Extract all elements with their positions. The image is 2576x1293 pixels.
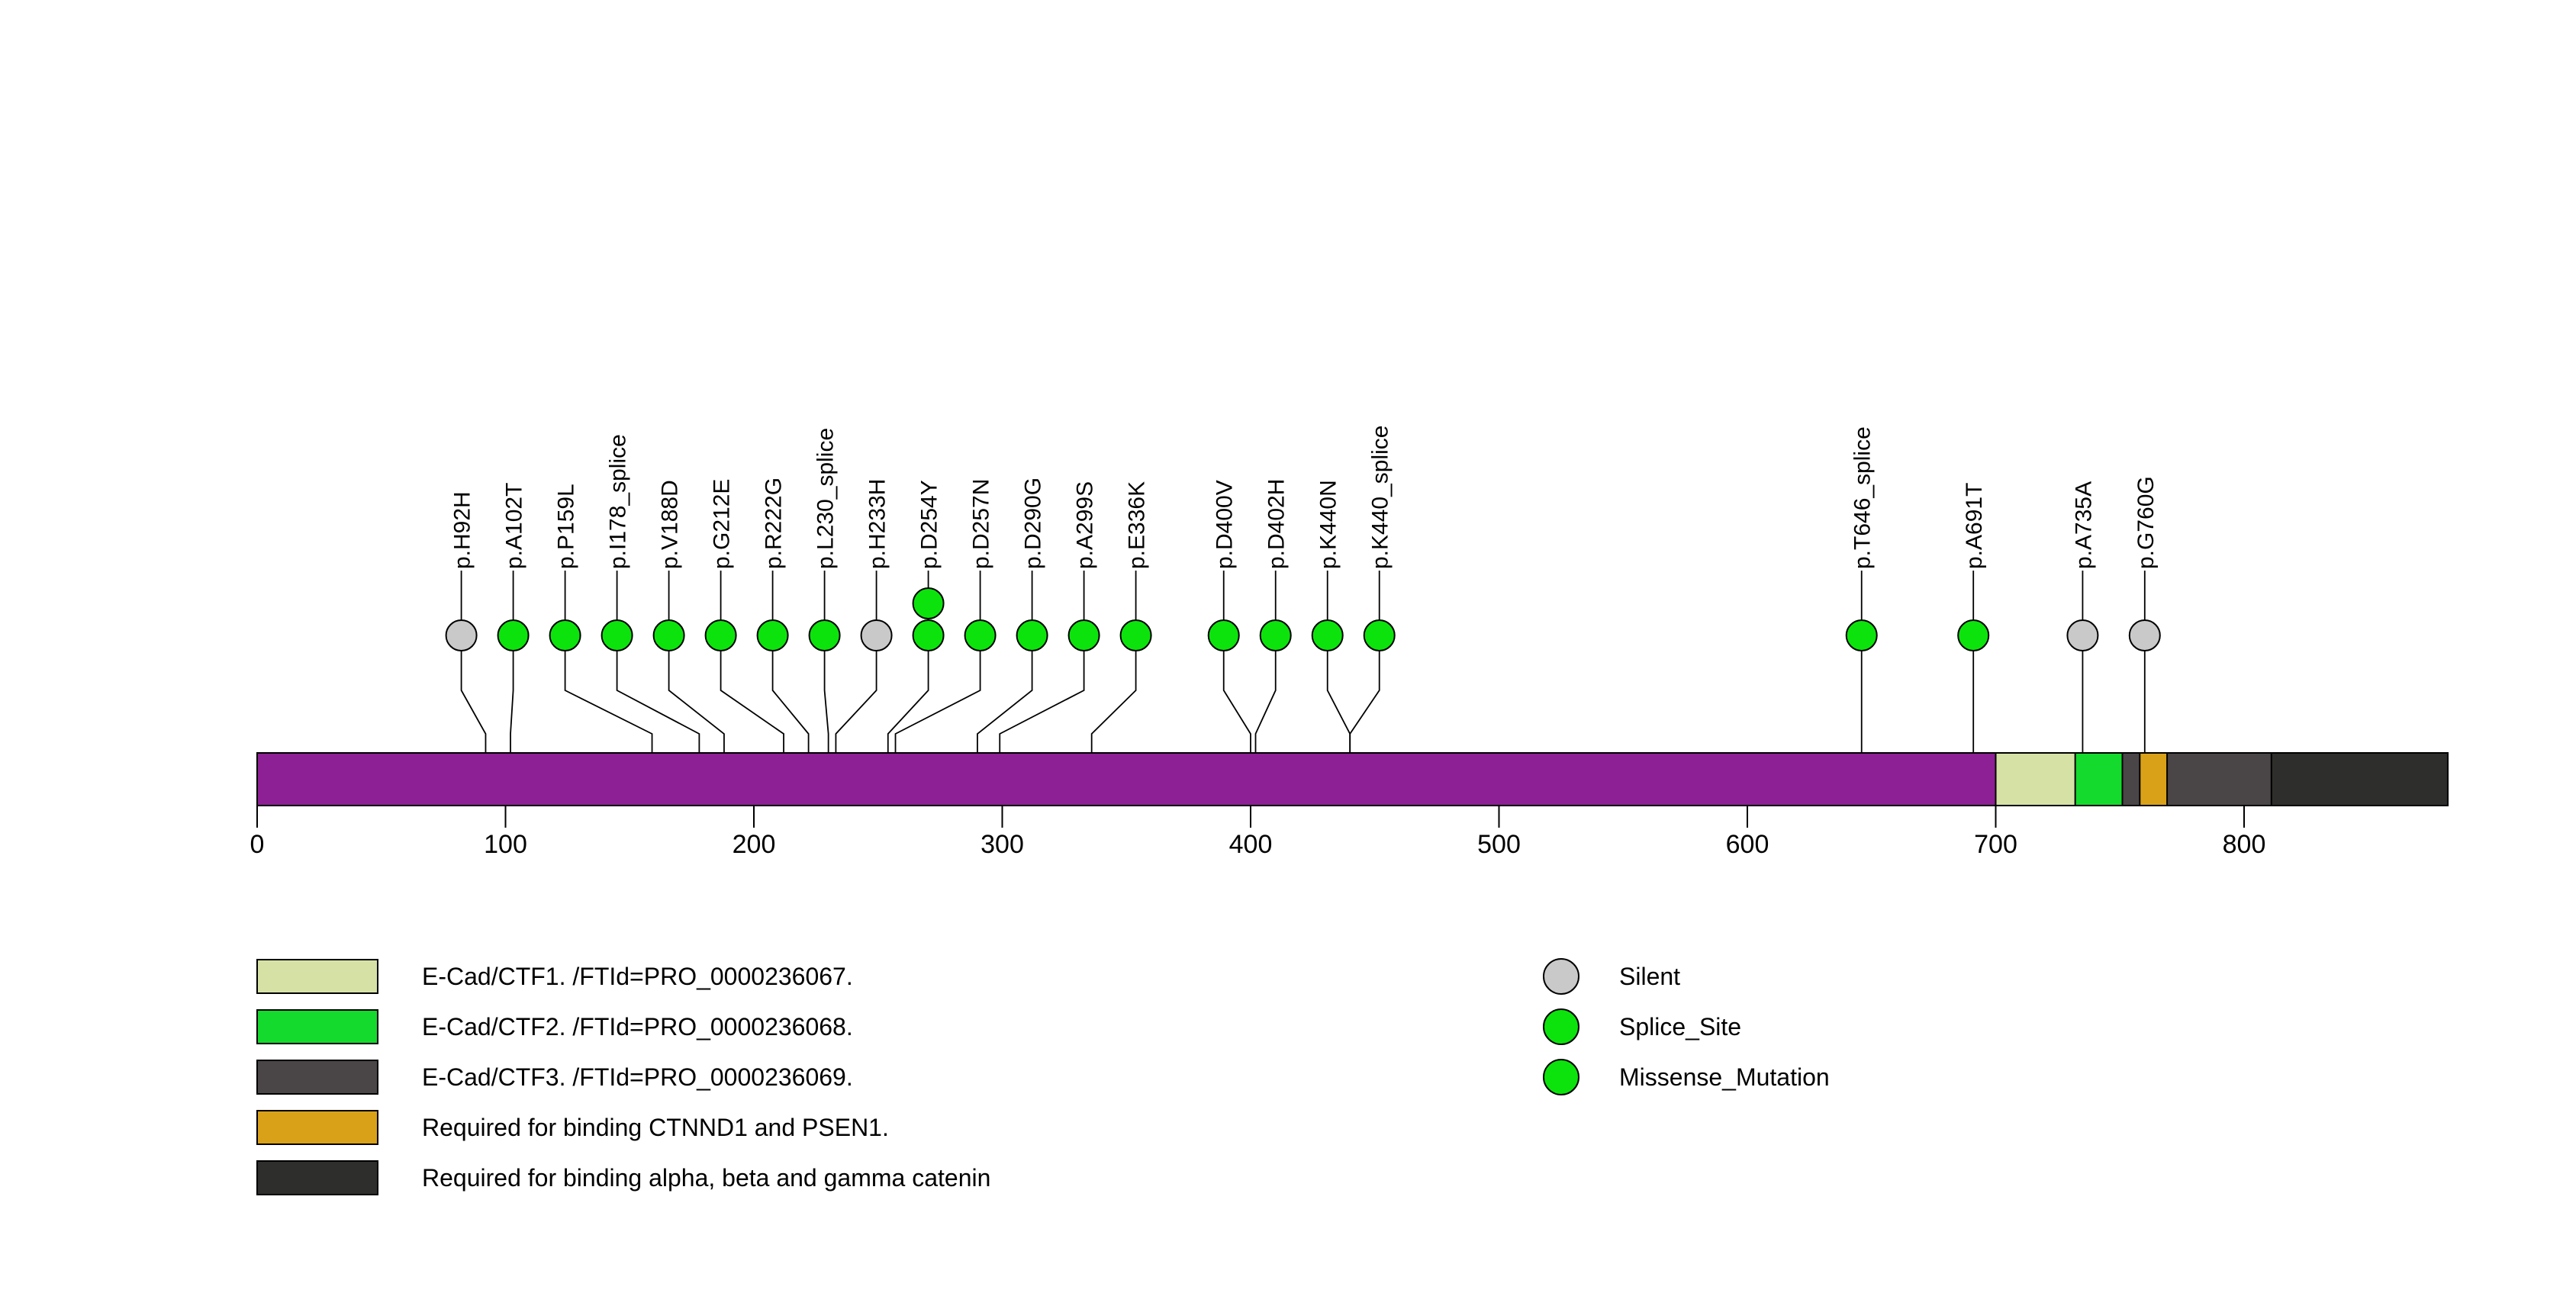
domain-legend-swatch (256, 1009, 378, 1044)
mutation-circle (652, 619, 685, 651)
mutation-circle (2128, 619, 2161, 651)
mutation-label: p.E336K (1125, 481, 1150, 569)
domain-segment (2139, 752, 2169, 806)
mutation-label: p.D257N (969, 479, 994, 569)
mutation-circle (601, 619, 633, 651)
mutation-circle (1845, 619, 1878, 651)
mutation-label: p.K440N (1316, 480, 1341, 569)
mutation-label: p.R222G (762, 478, 787, 569)
mutation-circle (912, 619, 945, 651)
axis-tick-label: 700 (1974, 830, 2017, 859)
mutation-circle (1067, 619, 1100, 651)
mutation-label: p.A735A (2071, 481, 2096, 569)
axis-tick-label: 0 (250, 830, 265, 859)
domain-segment (2270, 752, 2449, 806)
mutation-circle (964, 619, 997, 651)
domain-legend-label: E-Cad/CTF2. /FTId=PRO_0000236068. (422, 1013, 853, 1041)
domain-legend-label: E-Cad/CTF3. /FTId=PRO_0000236069. (422, 1063, 853, 1091)
mutation-label: p.A691T (1962, 483, 1987, 569)
mutation-label: p.D254Y (917, 480, 942, 569)
mutation-label: p.T646_splice (1850, 426, 1876, 569)
mutation-label: p.P159L (554, 484, 579, 569)
axis-tick-label: 100 (484, 830, 527, 859)
mutation-label: p.H233H (865, 479, 890, 569)
mutation-type-label: Silent (1619, 963, 1680, 990)
mutation-circle (1207, 619, 1240, 651)
mutation-label: p.H92H (450, 491, 475, 569)
mutation-circle (1016, 619, 1048, 651)
mutation-label: p.I178_splice (606, 434, 631, 569)
domain-legend-label: E-Cad/CTF1. /FTId=PRO_0000236067. (422, 963, 853, 990)
mutation-label: p.G212E (710, 479, 735, 569)
mutation-circle (445, 619, 478, 651)
axis-tick-label: 600 (1726, 830, 1769, 859)
mutation-circle (912, 587, 945, 619)
mutation-circle (808, 619, 841, 651)
mutation-type-label: Splice_Site (1619, 1013, 1741, 1041)
mutation-circle (756, 619, 789, 651)
domain-legend-label: Required for binding alpha, beta and gam… (422, 1164, 990, 1192)
mutation-circle (1119, 619, 1152, 651)
mutation-label: p.V188D (658, 480, 683, 569)
mutation-label: p.G760G (2133, 476, 2159, 569)
mutation-type-swatch (1543, 1059, 1579, 1095)
axis-tick-label: 800 (2223, 830, 2266, 859)
domain-legend-label: Required for binding CTNND1 and PSEN1. (422, 1114, 889, 1141)
mutation-type-swatch (1543, 958, 1579, 995)
domain-legend-swatch (256, 1110, 378, 1145)
axis-tick-label: 200 (733, 830, 776, 859)
mutation-circle (1259, 619, 1292, 651)
domain-legend-swatch (256, 959, 378, 994)
axis-tick-label: 400 (1229, 830, 1273, 859)
mutation-label: p.A299S (1073, 481, 1098, 569)
mutation-label: p.A102T (502, 483, 527, 569)
mutation-circle (704, 619, 737, 651)
domain-legend-swatch (256, 1160, 378, 1195)
mutation-label: p.D402H (1264, 479, 1290, 569)
mutation-label: p.D400V (1212, 480, 1238, 569)
mutation-circle (549, 619, 581, 651)
mutation-circle (860, 619, 893, 651)
mutation-circle (1311, 619, 1344, 651)
mutation-type-label: Missense_Mutation (1619, 1063, 1830, 1091)
axis-tick-label: 500 (1477, 830, 1521, 859)
mutation-circle (497, 619, 530, 651)
mutation-circle (1363, 619, 1396, 651)
mutation-type-swatch (1543, 1008, 1579, 1045)
mutation-label: p.L230_splice (813, 428, 839, 569)
mutation-circle (2066, 619, 2099, 651)
axis-tick-label: 300 (980, 830, 1024, 859)
domain-legend-swatch (256, 1060, 378, 1095)
mutation-circle (1957, 619, 1990, 651)
mutation-label: p.K440_splice (1368, 426, 1393, 569)
mutation-label: p.D290G (1021, 478, 1046, 569)
